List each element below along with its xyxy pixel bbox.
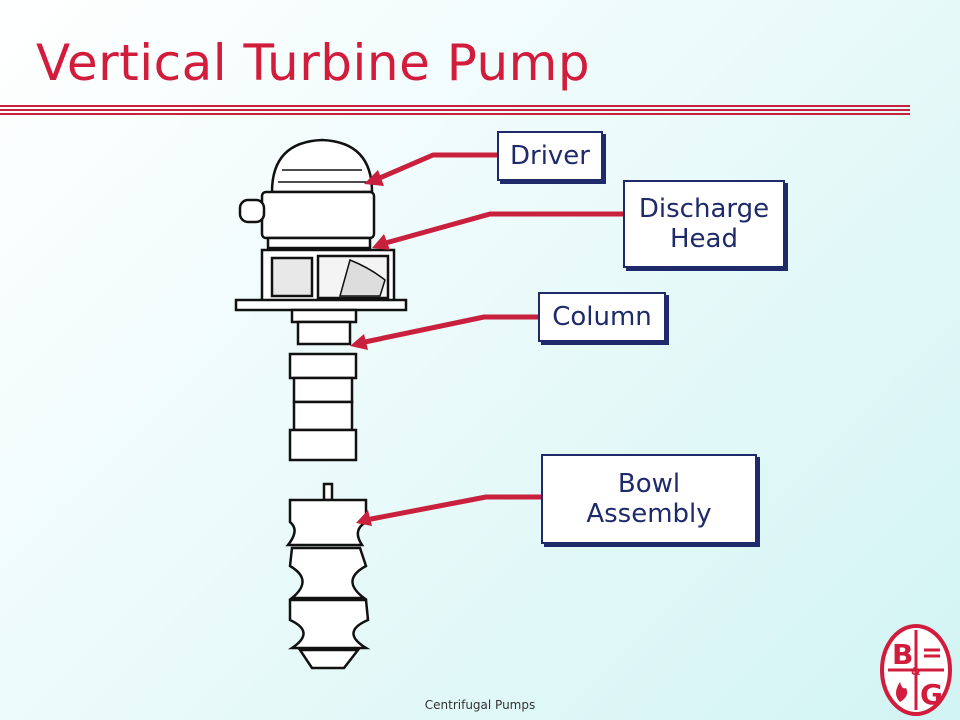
- arrow-heads: [350, 170, 390, 526]
- arrow-column: [359, 314, 538, 346]
- bg-logo: B G &: [880, 624, 952, 716]
- bowl-assembly: [285, 498, 368, 547]
- arrow-discharge-head: [381, 211, 623, 247]
- label-discharge-head-line1: Discharge: [638, 194, 770, 224]
- column-pipe: [288, 352, 358, 380]
- label-bowl-assembly-line1: Bowl: [617, 469, 681, 499]
- flame-icon: [896, 682, 908, 702]
- label-discharge-head: Discharge Head: [623, 180, 785, 268]
- label-driver: Driver: [497, 131, 603, 181]
- arrow-icon: [924, 648, 940, 658]
- driver-motor: [270, 138, 374, 194]
- title-rule: [0, 105, 910, 121]
- label-column: Column: [538, 292, 666, 342]
- arrow-driver: [374, 152, 497, 183]
- label-driver-text: Driver: [509, 141, 590, 171]
- label-column-text: Column: [552, 302, 652, 332]
- slide-footer: Centrifugal Pumps: [424, 698, 536, 712]
- label-discharge-head-line2: Head: [670, 224, 738, 254]
- arrow-bowl-assembly: [365, 494, 541, 523]
- slide-title: Vertical Turbine Pump: [36, 34, 591, 92]
- logo-letter-g: G: [920, 678, 943, 711]
- leader-arrows: [359, 152, 623, 523]
- label-bowl-assembly-line2: Assembly: [586, 499, 712, 529]
- logo-ampersand: &: [911, 665, 921, 678]
- logo-letter-b: B: [892, 638, 913, 671]
- label-bowl-assembly: Bowl Assembly: [541, 454, 757, 544]
- pump-drawing: [234, 138, 408, 670]
